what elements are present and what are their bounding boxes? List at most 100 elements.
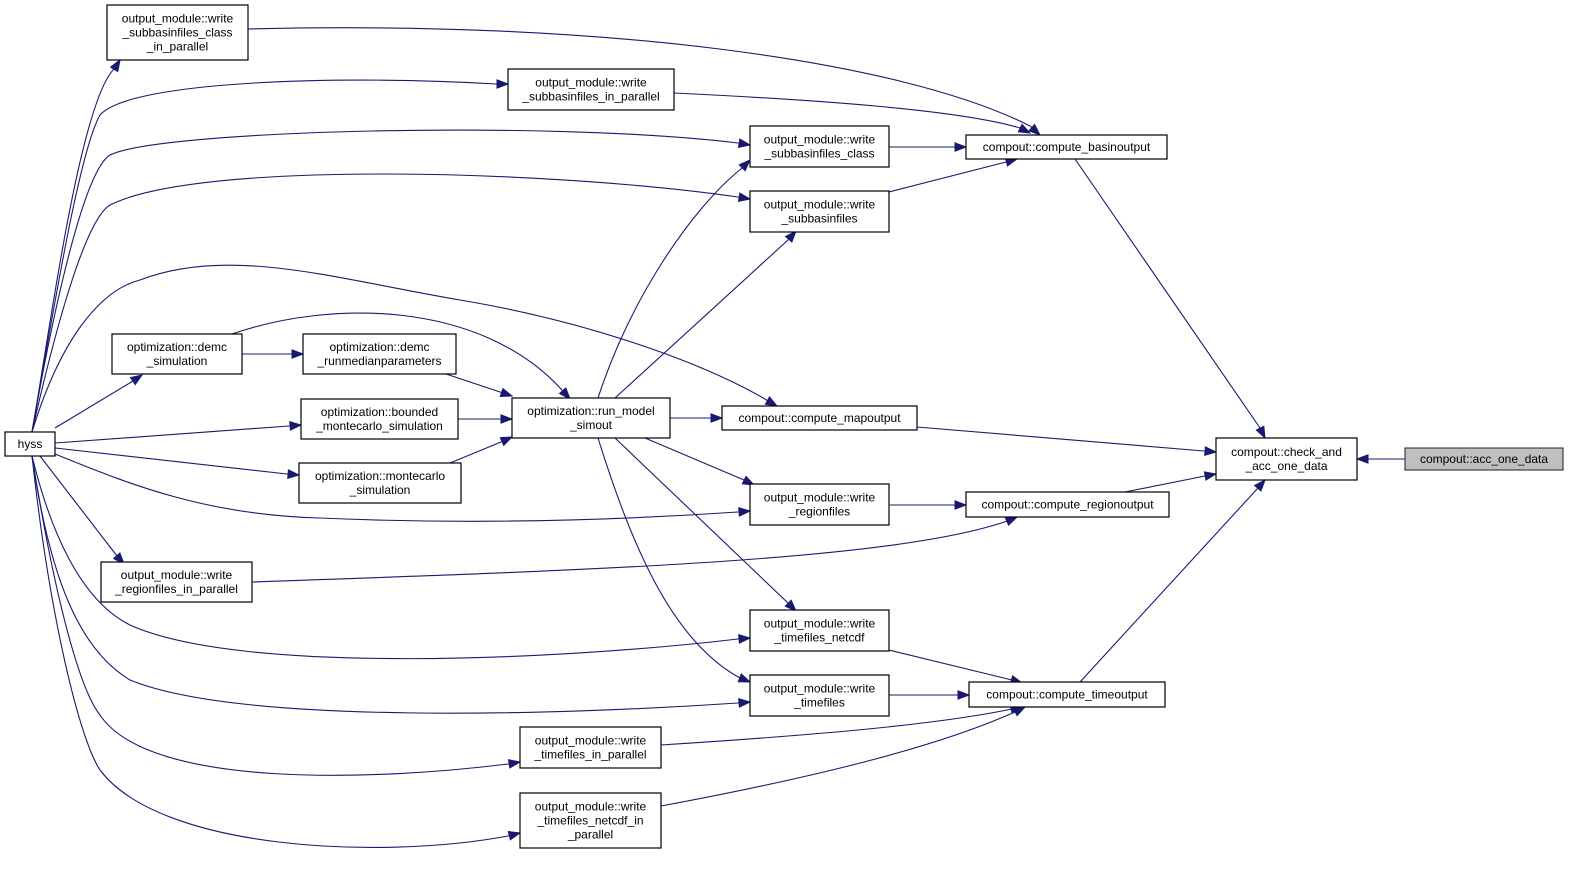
edge-arrowhead-1 bbox=[1255, 425, 1266, 440]
edge-arrowhead-12 bbox=[957, 690, 971, 700]
node-label: _simulation bbox=[349, 483, 411, 497]
edge-arrowhead-28 bbox=[737, 138, 752, 148]
node-label: _acc_one_data bbox=[1244, 459, 1327, 473]
edge-arrowhead-14 bbox=[1012, 706, 1027, 717]
node-write-timefiles-netcdf[interactable]: output_module::write_timefiles_netcdf bbox=[749, 609, 890, 652]
node-box bbox=[965, 491, 1170, 518]
node-write-regionfiles-in-parallel[interactable]: output_module::write_regionfiles_in_para… bbox=[100, 561, 253, 603]
node-bounded-montecarlo-simulation[interactable]: optimization::bounded_montecarlo_simulat… bbox=[300, 398, 459, 440]
node-demc-simulation[interactable]: optimization::demc_simulation bbox=[111, 333, 243, 375]
edge-30 bbox=[31, 264, 771, 433]
node-label: _simout bbox=[569, 418, 613, 432]
edge-arrowhead-9 bbox=[954, 500, 968, 510]
node-label: _timefiles_netcdf_in bbox=[536, 814, 643, 828]
edge-arrowhead-32 bbox=[289, 421, 303, 431]
node-box bbox=[511, 397, 671, 439]
node-label: _regionfiles bbox=[788, 505, 850, 519]
edge-17 bbox=[614, 239, 789, 399]
node-label: hyss bbox=[18, 437, 43, 451]
node-compute-regionoutput[interactable]: compout::compute_regionoutput bbox=[965, 491, 1170, 518]
node-compute-mapoutput[interactable]: compout::compute_mapoutput bbox=[721, 405, 918, 431]
node-compute-basinoutput[interactable]: compout::compute_basinoutput bbox=[965, 134, 1168, 160]
node-box bbox=[519, 726, 662, 769]
edge-19 bbox=[614, 437, 789, 604]
node-acc-one-data[interactable]: compout::acc_one_data bbox=[1404, 447, 1564, 471]
node-write-timefiles-in-parallel[interactable]: output_module::write_timefiles_in_parall… bbox=[519, 726, 662, 769]
node-write-subbasinfiles[interactable]: output_module::write_subbasinfiles bbox=[749, 190, 890, 233]
edge-29 bbox=[31, 173, 739, 433]
edge-tail-26 bbox=[113, 67, 116, 70]
node-label: output_module::write bbox=[764, 617, 876, 631]
edge-arrowhead-30 bbox=[764, 396, 779, 407]
node-montecarlo-simulation[interactable]: optimization::montecarlo_simulation bbox=[298, 462, 462, 504]
edge-34 bbox=[54, 453, 739, 522]
node-demc-runmedianparameters[interactable]: optimization::demc_runmedianparameters bbox=[302, 333, 457, 375]
edge-25 bbox=[449, 441, 502, 464]
node-box bbox=[1215, 437, 1358, 481]
edges-layer bbox=[31, 27, 1405, 848]
edge-arrowhead-24 bbox=[500, 414, 514, 424]
edge-tail-30 bbox=[767, 400, 771, 403]
node-box bbox=[111, 333, 243, 375]
node-label: compout::compute_timeoutput bbox=[986, 688, 1148, 702]
edge-arrowhead-29 bbox=[737, 192, 752, 202]
edge-tail-23 bbox=[499, 391, 502, 394]
edge-20 bbox=[597, 437, 741, 679]
node-write-subbasinfiles-class-in-parallel[interactable]: output_module::write_subbasinfiles_class… bbox=[106, 4, 249, 61]
edge-6 bbox=[673, 92, 1021, 129]
node-box bbox=[507, 68, 675, 111]
edge-arrowhead-26 bbox=[109, 58, 121, 73]
node-box bbox=[100, 561, 253, 603]
node-box bbox=[300, 398, 459, 440]
node-write-timefiles[interactable]: output_module::write_timefiles bbox=[749, 674, 890, 717]
node-label: _regionfiles_in_parallel bbox=[114, 582, 238, 596]
node-label: output_module::write bbox=[535, 734, 647, 748]
edge-arrowhead-27 bbox=[496, 79, 510, 89]
edge-tail-22 bbox=[561, 389, 564, 392]
node-label: optimization::run_model bbox=[527, 404, 654, 418]
edge-22 bbox=[231, 312, 563, 391]
edge-8 bbox=[888, 161, 1007, 193]
node-box bbox=[749, 483, 890, 526]
node-box bbox=[4, 431, 56, 457]
edge-arrowhead-36 bbox=[738, 634, 752, 644]
node-box bbox=[519, 792, 662, 849]
node-label: output_module::write bbox=[764, 133, 876, 147]
node-write-timefiles-netcdf-in-parallel[interactable]: output_module::write_timefiles_netcdf_in… bbox=[519, 792, 662, 849]
edge-37 bbox=[31, 455, 739, 714]
node-compute-timeoutput[interactable]: compout::compute_timeoutput bbox=[968, 681, 1166, 708]
edge-10 bbox=[251, 519, 1011, 583]
edge-18 bbox=[644, 437, 745, 481]
edge-tail-5 bbox=[1029, 125, 1033, 129]
node-label: _runmedianparameters bbox=[316, 354, 441, 368]
node-write-subbasinfiles-class[interactable]: output_module::write_subbasinfiles_class bbox=[749, 125, 890, 168]
node-write-regionfiles[interactable]: output_module::write_regionfiles bbox=[749, 483, 890, 526]
node-label: _subbasinfiles_in_parallel bbox=[521, 90, 659, 104]
edge-arrowhead-39 bbox=[507, 831, 522, 841]
node-write-subbasinfiles-in-parallel[interactable]: output_module::write_subbasinfiles_in_pa… bbox=[507, 68, 675, 111]
node-hyss[interactable]: hyss bbox=[4, 431, 56, 457]
edge-27 bbox=[31, 79, 497, 433]
edge-11 bbox=[888, 649, 1013, 681]
edge-arrowhead-15 bbox=[710, 413, 724, 423]
edge-23 bbox=[445, 373, 501, 393]
edge-arrowhead-0 bbox=[1355, 454, 1369, 464]
edge-arrowhead-7 bbox=[954, 142, 968, 152]
node-label: _subbasinfiles_class bbox=[121, 26, 232, 40]
node-label: _parallel bbox=[567, 828, 613, 842]
node-run-model-simout[interactable]: optimization::run_model_simout bbox=[511, 397, 671, 439]
node-label: _subbasinfiles_class bbox=[763, 147, 874, 161]
node-box bbox=[965, 134, 1168, 160]
node-label: _subbasinfiles bbox=[780, 212, 857, 226]
node-label: compout::compute_regionoutput bbox=[981, 498, 1154, 512]
edge-arrowhead-25 bbox=[499, 436, 514, 447]
edge-arrowhead-6 bbox=[1017, 123, 1032, 134]
node-box bbox=[721, 405, 918, 431]
node-check-and-acc[interactable]: compout::check_and_acc_one_data bbox=[1215, 437, 1358, 481]
node-box bbox=[968, 681, 1166, 708]
node-label: output_module::write bbox=[764, 682, 876, 696]
edge-14 bbox=[660, 711, 1016, 807]
edge-arrowhead-34 bbox=[738, 507, 752, 517]
node-label: optimization::demc bbox=[329, 340, 429, 354]
